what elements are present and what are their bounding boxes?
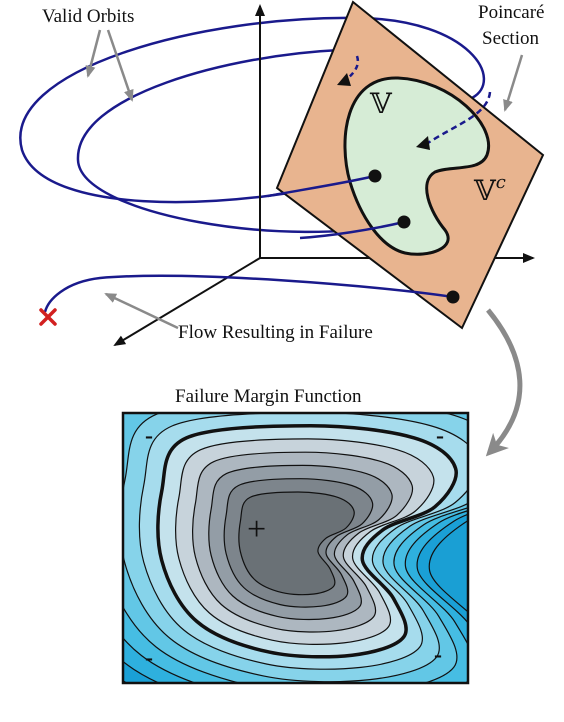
contour-sign-top-right: -	[436, 423, 444, 449]
unsafe-set-label: 𝕍c	[473, 172, 506, 207]
return-map-arrowhead	[337, 73, 351, 86]
return-map-arrowhead	[416, 136, 430, 150]
safe-set-region	[343, 76, 491, 256]
failure-orbit	[43, 274, 454, 313]
x-axis	[113, 257, 261, 347]
section-intersection-point	[397, 215, 411, 229]
valid-orbits-pointer-arrow	[106, 29, 134, 102]
flow-failure-label: Flow Resulting in Failure	[178, 322, 373, 343]
poincare-pointer-arrow	[503, 54, 524, 112]
failure-x-icon	[39, 308, 57, 326]
inner-orbit-front-segment	[299, 220, 405, 240]
contour-sign-bottom-right: -	[434, 642, 442, 668]
failure-intersection-point	[446, 290, 460, 304]
section-intersection-point	[368, 169, 382, 183]
contour-rings	[123, 413, 468, 683]
margin-function-title: Failure Margin Function	[175, 386, 362, 407]
failure-flow-pointer-arrow	[104, 292, 179, 330]
safe-set-label: 𝕍	[369, 87, 393, 120]
unsafe-set-superscript: c	[496, 172, 506, 193]
mapping-curved-arrow	[485, 308, 523, 457]
valid-orbits-pointer-arrow	[85, 29, 102, 78]
phase-space-diagram: Valid Orbits Poincaré Section 𝕍 𝕍c Flow …	[19, 0, 544, 457]
contour-sign-bottom-left: -	[145, 645, 153, 671]
contour-plot	[123, 413, 468, 683]
inner-orbit-dashed-segment	[346, 55, 360, 80]
valid-orbits-label: Valid Orbits	[42, 6, 134, 27]
outer-orbit-front-segment	[267, 174, 376, 198]
poincare-label-line2: Section	[482, 28, 539, 49]
contour-sign-center: +	[247, 511, 266, 548]
outer-orbit-dashed-segment	[427, 91, 492, 145]
contour-sign-top-left: -	[145, 423, 153, 449]
contour-level-ring	[238, 491, 355, 596]
poincare-label-line1: Poincaré	[478, 2, 544, 23]
contour-plot-frame	[121, 411, 470, 685]
